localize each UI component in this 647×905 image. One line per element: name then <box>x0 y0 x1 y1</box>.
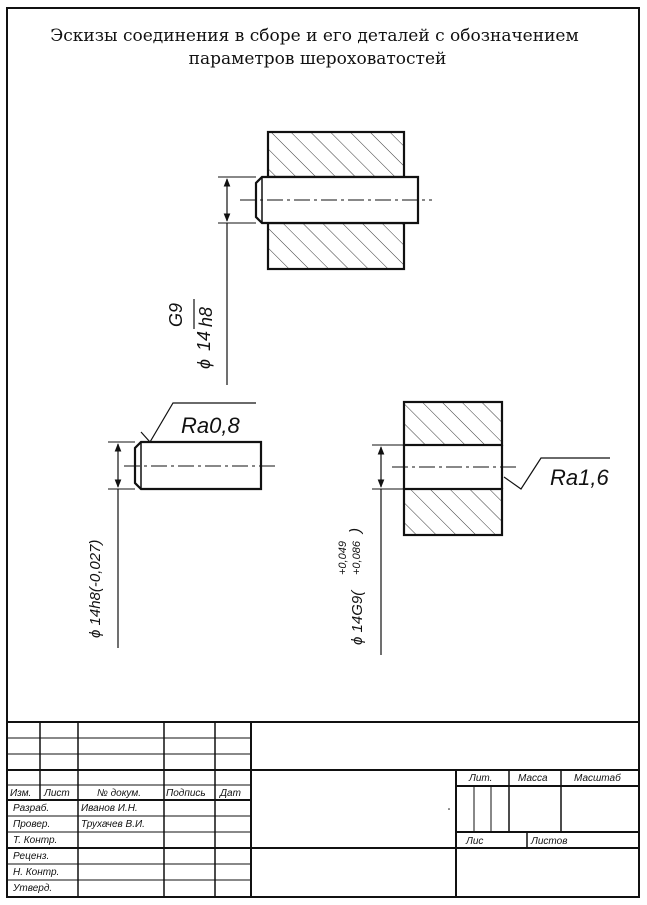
title-line-1: Эскизы соединения в сборе и его деталей … <box>50 26 579 46</box>
row-role-prover: Провер. <box>13 819 50 830</box>
outer-frame <box>6 7 640 898</box>
title-block <box>7 721 639 897</box>
assembly-fit-numerator: G9 <box>166 303 186 327</box>
bushing-dev-lower: +0,086 <box>351 540 363 575</box>
bushing-detail: ϕ 14G9( +0,049 +0,086 ) Ra1,6 <box>337 400 610 655</box>
row-role-recenz: Реценз. <box>13 851 49 862</box>
title-line-2: параметров шероховатостей <box>188 49 447 69</box>
shaft-detail: ϕ 14h8(-0,027) Ra0,8 <box>87 402 275 648</box>
bushing-roughness: Ra1,6 <box>550 465 609 490</box>
title-block-text: Изм. Лист № докум. Подпись Дат Разраб. И… <box>10 772 621 894</box>
scale-label: Масштаб <box>574 772 621 784</box>
assembly-fit-denominator: h8 <box>196 307 216 327</box>
row-role-razrab: Разраб. <box>13 802 49 814</box>
bushing-roughness-symbol <box>503 457 610 490</box>
assembly-view: ϕ 14 G9 h8 <box>166 130 432 385</box>
shaft-roughness: Ra0,8 <box>181 413 240 438</box>
lit-label: Лит. <box>468 773 492 784</box>
assembly-bushing-bottom <box>266 221 406 271</box>
row-name-prover: Трухачев В.И. <box>81 819 145 830</box>
shaft-dimension: ϕ 14h8(-0,027) <box>87 540 104 638</box>
col-header-izm: Изм. <box>10 788 31 799</box>
bushing-dev-upper: +0,049 <box>337 541 349 575</box>
row-name-razrab: Иванов И.Н. <box>81 803 138 814</box>
sheet-label: Лис <box>465 836 483 847</box>
row-role-utverd: Утверд. <box>12 883 52 894</box>
bushing-top-half <box>402 400 504 447</box>
col-header-date: Дат <box>219 788 241 799</box>
row-role-nkontr: Н. Контр. <box>13 867 59 878</box>
col-header-podpis: Подпись <box>166 788 206 799</box>
assembly-bushing-top <box>266 130 406 179</box>
col-header-list: Лист <box>43 788 70 799</box>
assembly-dim-symbol: ϕ <box>194 359 214 369</box>
bushing-dimension: ϕ 14G9( <box>349 589 366 645</box>
assembly-dim-size: 14 <box>194 331 214 351</box>
col-header-dokum: № докум. <box>97 788 141 799</box>
row-role-tkontr: Т. Контр. <box>13 835 57 846</box>
sheets-label: Листов <box>530 836 567 847</box>
mass-label: Масса <box>518 773 548 784</box>
bushing-dim-close: ) <box>347 528 364 535</box>
bushing-bottom-half <box>402 487 504 537</box>
shaft-roughness-symbol <box>140 402 256 444</box>
